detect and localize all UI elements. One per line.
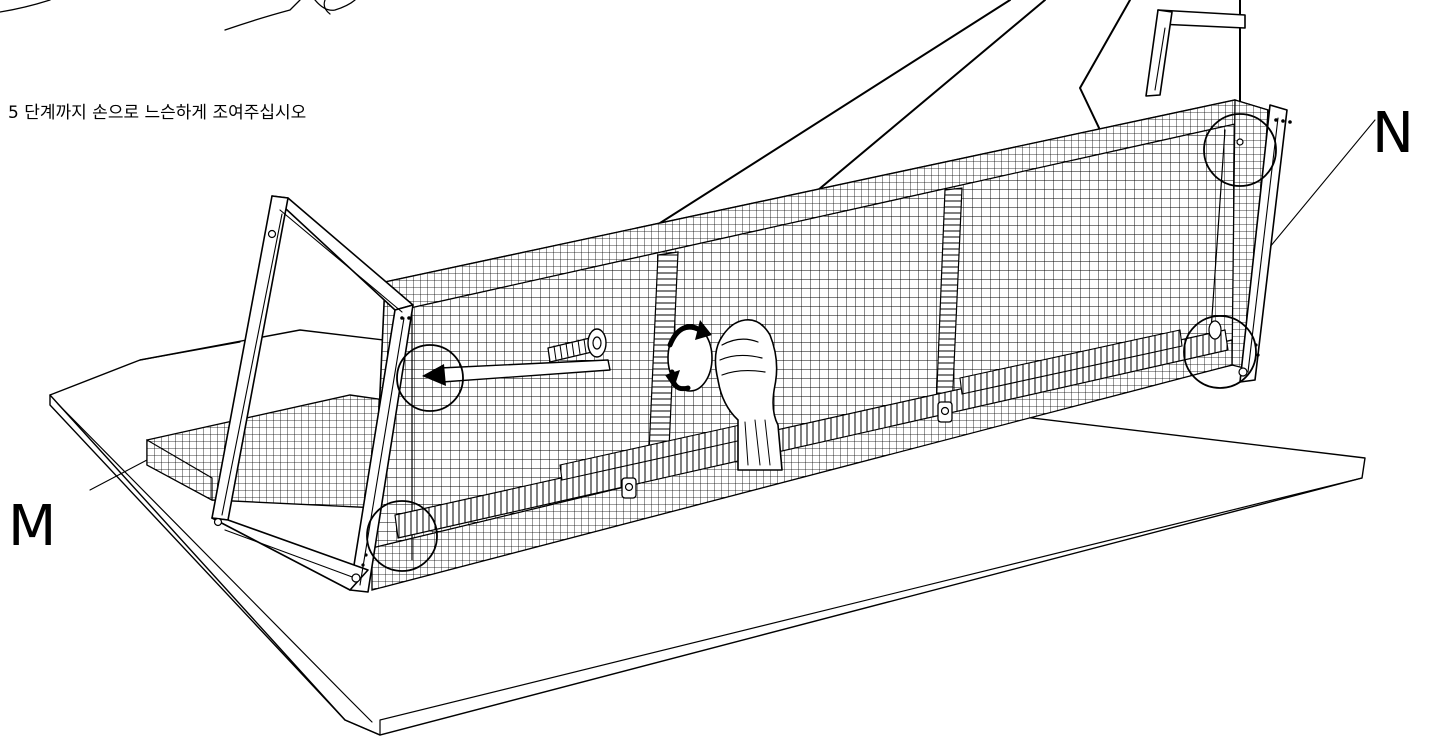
hand-icon [714, 318, 783, 471]
rotation-arrow-icon [665, 320, 713, 392]
right-armrest-frame [1145, 9, 1288, 383]
instruction-text: 5 단계까지 손으로 느슨하게 조여주십시오 [8, 103, 307, 123]
detail-circle-icon [366, 113, 1277, 572]
horizontal-springs [394, 329, 1229, 539]
insertion-arrow [422, 359, 611, 386]
bolt-icon [547, 328, 607, 363]
back-panel [371, 99, 1270, 591]
hand-sketch-fragment [0, 0, 356, 31]
part-label-m: M [8, 494, 56, 559]
spring-clips [621, 401, 953, 499]
part-label-n: N [1372, 101, 1414, 166]
frame-rivets [361, 118, 1292, 567]
